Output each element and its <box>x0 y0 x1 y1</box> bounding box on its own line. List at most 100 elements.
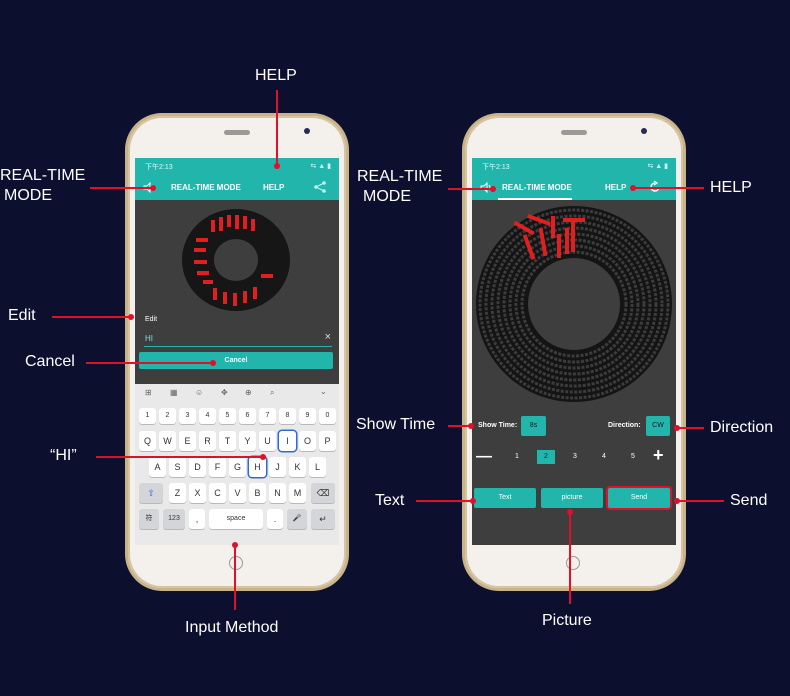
key-letter[interactable]: L <box>309 457 326 477</box>
clear-icon[interactable]: × <box>324 331 331 343</box>
text-input-field[interactable]: HI × <box>144 331 332 347</box>
callout-realtime-right-line2: MODE <box>363 188 411 205</box>
text-mode-button[interactable]: Text <box>474 488 536 508</box>
comma-key[interactable]: , <box>189 509 205 529</box>
plus-button[interactable]: + <box>653 445 664 465</box>
key-letter[interactable]: D <box>189 457 206 477</box>
app-bar: REAL-TIME MODE HELP <box>135 174 339 200</box>
key-number[interactable]: 9 <box>299 408 316 424</box>
key-letter[interactable]: R <box>199 431 216 451</box>
key-letter[interactable]: B <box>249 483 266 503</box>
callout-line <box>416 500 472 502</box>
callout-line <box>96 456 262 458</box>
left-phone-camera <box>304 128 310 134</box>
tab-help[interactable]: HELP <box>263 183 285 192</box>
callout-realtime-right-line1: REAL-TIME <box>357 168 443 185</box>
callout-dot <box>630 185 636 191</box>
callout-realtime-left-line2: MODE <box>4 187 52 204</box>
callout-dot <box>490 186 496 192</box>
right-phone-home-button[interactable] <box>566 556 580 570</box>
emoji-icon[interactable]: ☺ <box>195 388 204 397</box>
key-letter[interactable]: X <box>189 483 206 503</box>
period-key[interactable]: . <box>267 509 283 529</box>
key-letter[interactable]: K <box>289 457 306 477</box>
key-number[interactable]: 5 <box>219 408 236 424</box>
key-letter[interactable]: C <box>209 483 226 503</box>
callout-line <box>569 512 571 604</box>
key-letter[interactable]: F <box>209 457 226 477</box>
keyboard-toolbar: ⊞ ▦ ☺ ✥ ⊕ ⌕ ⌄ <box>135 384 339 402</box>
left-phone-screen: 下午2:13 ⇆ ▲ ▮ REAL-TIME MODE HELP <box>135 158 339 545</box>
key-number[interactable]: 8 <box>279 408 296 424</box>
shift-key[interactable]: ⇧ <box>139 483 163 503</box>
direction-value[interactable]: CW <box>646 416 670 436</box>
key-letter[interactable]: E <box>179 431 196 451</box>
key-letter[interactable]: I <box>279 431 296 451</box>
callout-dot <box>128 314 134 320</box>
key-letter[interactable]: A <box>149 457 166 477</box>
search-icon[interactable]: ⌕ <box>270 388 275 397</box>
key-letter[interactable]: S <box>169 457 186 477</box>
key-letter[interactable]: T <box>219 431 236 451</box>
send-button[interactable]: Send <box>608 488 670 508</box>
page-number-3[interactable]: 3 <box>573 453 577 460</box>
grid-icon[interactable]: ⊞ <box>145 388 152 397</box>
key-letter[interactable]: N <box>269 483 286 503</box>
share-icon[interactable] <box>313 180 327 194</box>
link-icon[interactable]: ⊕ <box>245 388 252 397</box>
key-letter[interactable]: U <box>259 431 276 451</box>
page-number-5[interactable]: 5 <box>631 453 635 460</box>
status-icons: ⇆ ▲ ▮ <box>310 163 331 170</box>
page-number-4[interactable]: 4 <box>602 453 606 460</box>
key-letter[interactable]: G <box>229 457 246 477</box>
key-letter[interactable]: V <box>229 483 246 503</box>
cursor-move-icon[interactable]: ✥ <box>221 388 228 397</box>
tab-realtime-mode[interactable]: REAL-TIME MODE <box>171 183 241 192</box>
key-number[interactable]: 1 <box>139 408 156 424</box>
key-letter[interactable]: W <box>159 431 176 451</box>
right-phone-screen: 下午2:13 ⇆ ▲ ▮ REAL-TIME MODE HELP <box>472 158 676 545</box>
tab-help[interactable]: HELP <box>605 183 627 192</box>
picture-mode-button[interactable]: picture <box>541 488 603 508</box>
space-key[interactable]: space <box>209 509 263 529</box>
cancel-button[interactable]: Cancel <box>139 352 333 369</box>
key-letter[interactable]: H <box>249 457 266 477</box>
left-phone-home-button[interactable] <box>229 556 243 570</box>
show-time-value[interactable]: 8s <box>521 416 546 436</box>
left-phone-speaker <box>224 130 250 135</box>
key-letter[interactable]: P <box>319 431 336 451</box>
key-number[interactable]: 6 <box>239 408 256 424</box>
callout-dot <box>274 163 280 169</box>
callout-hi: “HI” <box>50 447 77 464</box>
key-number[interactable]: 7 <box>259 408 276 424</box>
direction-label: Direction: <box>608 422 641 429</box>
key-number[interactable]: 2 <box>159 408 176 424</box>
callout-picture: Picture <box>542 612 592 629</box>
callout-line <box>234 546 236 610</box>
enter-key[interactable]: ↵ <box>311 509 335 529</box>
backspace-key[interactable]: ⌫ <box>311 483 335 503</box>
collapse-keyboard-icon[interactable]: ⌄ <box>320 387 327 396</box>
key-letter[interactable]: Z <box>169 483 186 503</box>
key-letter[interactable]: M <box>289 483 306 503</box>
status-bar: 下午2:13 ⇆ ▲ ▮ <box>135 158 339 174</box>
key-number[interactable]: 3 <box>179 408 196 424</box>
key-number[interactable]: 4 <box>199 408 216 424</box>
key-letter[interactable]: Y <box>239 431 256 451</box>
minus-button[interactable]: — <box>476 448 492 465</box>
mic-key[interactable]: 🎤 <box>287 509 307 529</box>
callout-line <box>90 187 152 189</box>
page-number-1[interactable]: 1 <box>515 453 519 460</box>
numbers-key[interactable]: 123 <box>163 509 185 529</box>
key-letter[interactable]: J <box>269 457 286 477</box>
key-number[interactable]: 0 <box>319 408 336 424</box>
text-input-value: HI <box>145 334 153 343</box>
keyboard-icon[interactable]: ▦ <box>170 388 178 397</box>
key-letter[interactable]: Q <box>139 431 156 451</box>
callout-edit: Edit <box>8 307 36 324</box>
tab-realtime-mode[interactable]: REAL-TIME MODE <box>502 183 572 192</box>
status-time: 下午2:13 <box>482 164 510 171</box>
page-number-2[interactable]: 2 <box>537 450 555 464</box>
key-letter[interactable]: O <box>299 431 316 451</box>
symbol-key[interactable]: 符 <box>139 509 159 529</box>
